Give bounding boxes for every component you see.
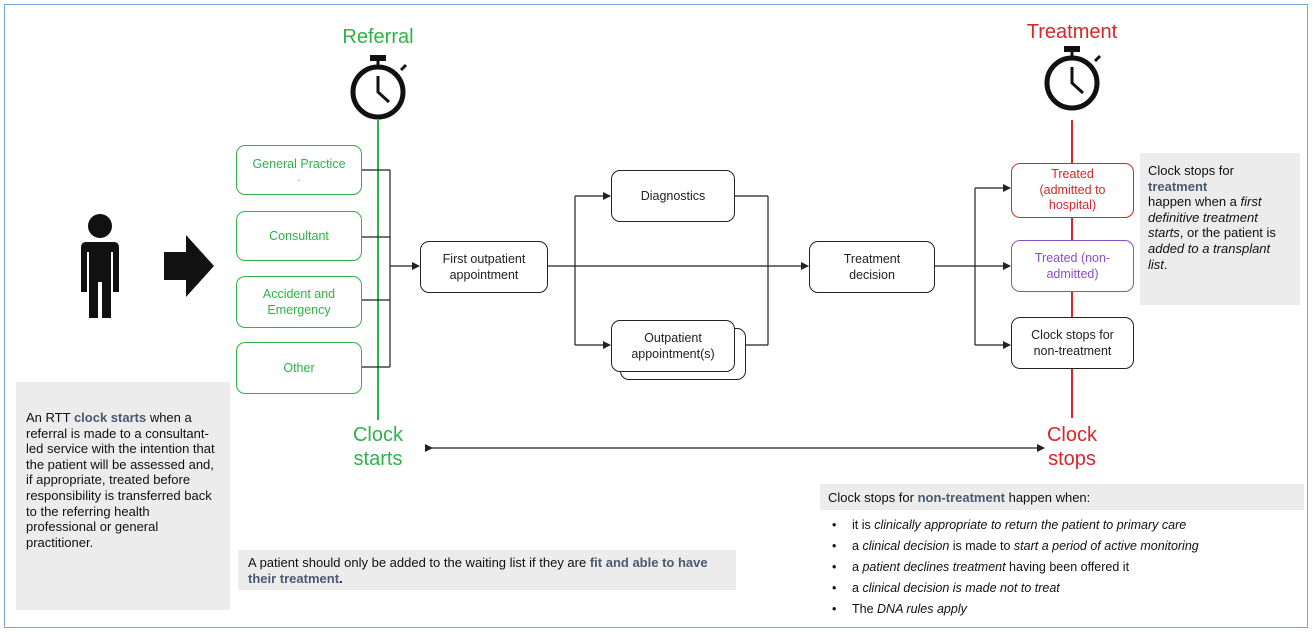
box-label: admitted) (1046, 267, 1099, 281)
source-label: Other (283, 360, 315, 375)
source-label: Emergency (267, 303, 331, 317)
list-item: a patient declines treatment having been… (828, 560, 1296, 575)
box-label: Treatment (843, 251, 901, 266)
treatment-label: Treatment (1026, 21, 1118, 43)
referral-label: Referral (342, 26, 414, 48)
box-label: Treated (1051, 167, 1094, 182)
note-highlight: treatment (1148, 178, 1208, 194)
box-label: non-treatment (1033, 344, 1112, 358)
box-label: appointment(s) (631, 347, 715, 361)
box-label: hospital) (1048, 198, 1097, 213)
source-general-practice: General Practice . (236, 145, 362, 195)
box-label: Clock stops for (1031, 327, 1114, 342)
source-accident-emergency: Accident and Emergency (236, 276, 362, 328)
clock-stops-line: stops (1048, 448, 1096, 470)
non-treatment-list: it is clinically appropriate to return t… (828, 518, 1296, 617)
clock-stops-non-treatment-box: Clock stops for non-treatment (1011, 317, 1134, 369)
non-treatment-note: Clock stops for non-treatment happen whe… (820, 484, 1304, 626)
diagnostics-box: Diagnostics (611, 170, 735, 222)
clock-starts-label: Clock starts (318, 423, 438, 471)
list-item: a clinical decision is made to start a p… (828, 539, 1296, 554)
source-consultant: Consultant (236, 211, 362, 261)
note-highlight: clock starts (73, 410, 147, 425)
diagram-frame (4, 4, 1308, 628)
note-text: happen when: (1004, 490, 1091, 505)
note-highlight: non-treatment (917, 490, 1005, 505)
source-label: . (297, 171, 301, 184)
note-text: when a referral is made to a consultant-… (26, 410, 215, 550)
box-label: appointment (449, 268, 519, 282)
box-label: Diagnostics (640, 188, 706, 203)
source-other: Other (236, 342, 362, 394)
outpatient-appointments-box: Outpatient appointment(s) (611, 320, 735, 372)
box-label: First outpatient (442, 251, 526, 266)
note-text: An RTT (26, 410, 74, 425)
note-text: happen when a (1148, 194, 1241, 210)
box-label: (admitted to (1039, 182, 1106, 197)
first-outpatient-appointment-box: First outpatient appointment (420, 241, 548, 293)
stopwatch-icon (1044, 46, 1102, 111)
note-text: . (1163, 256, 1168, 272)
source-label: Accident and (262, 286, 336, 301)
clock-stops-label: Clock stops (1012, 423, 1132, 471)
note-text: , or the patient is (1179, 225, 1276, 241)
note-text: A patient should only be added to the wa… (248, 555, 590, 570)
clock-stops-line: Clock (1046, 424, 1097, 446)
note-italic: first definitive treatment starts (1148, 194, 1262, 241)
list-item: it is clinically appropriate to return t… (828, 518, 1296, 533)
arrow-right-icon (164, 235, 214, 297)
clock-starts-line: Clock (352, 424, 403, 446)
clock-starts-line: starts (353, 448, 403, 470)
list-item: a clinical decision is made not to treat (828, 581, 1296, 596)
note-italic: added to a transplant list (1148, 240, 1271, 272)
note-text: Clock stops for (828, 490, 918, 505)
waiting-list-note: A patient should only be added to the wa… (238, 550, 736, 590)
source-label: General Practice (252, 157, 346, 172)
box-label: Treated (non- (1034, 250, 1111, 265)
clock-starts-note: An RTT clock starts when a referral is m… (16, 382, 230, 610)
treatment-stop-note: Clock stops for treatment happen when a … (1140, 153, 1300, 305)
treated-admitted-box: Treated (admitted to hospital) (1011, 163, 1134, 218)
list-item: The DNA rules apply (828, 602, 1296, 617)
person-icon (81, 214, 119, 318)
stopwatch-icon (350, 55, 408, 120)
note-highlight: fit and able to have their treatment (248, 555, 708, 586)
box-label: Outpatient (644, 330, 702, 345)
source-label: Consultant (269, 228, 329, 243)
treatment-decision-box: Treatment decision (809, 241, 935, 293)
treated-non-admitted-box: Treated (non- admitted) (1011, 240, 1134, 292)
note-text: . (339, 570, 343, 586)
box-label: decision (849, 268, 895, 282)
note-text: Clock stops for (1148, 163, 1234, 178)
